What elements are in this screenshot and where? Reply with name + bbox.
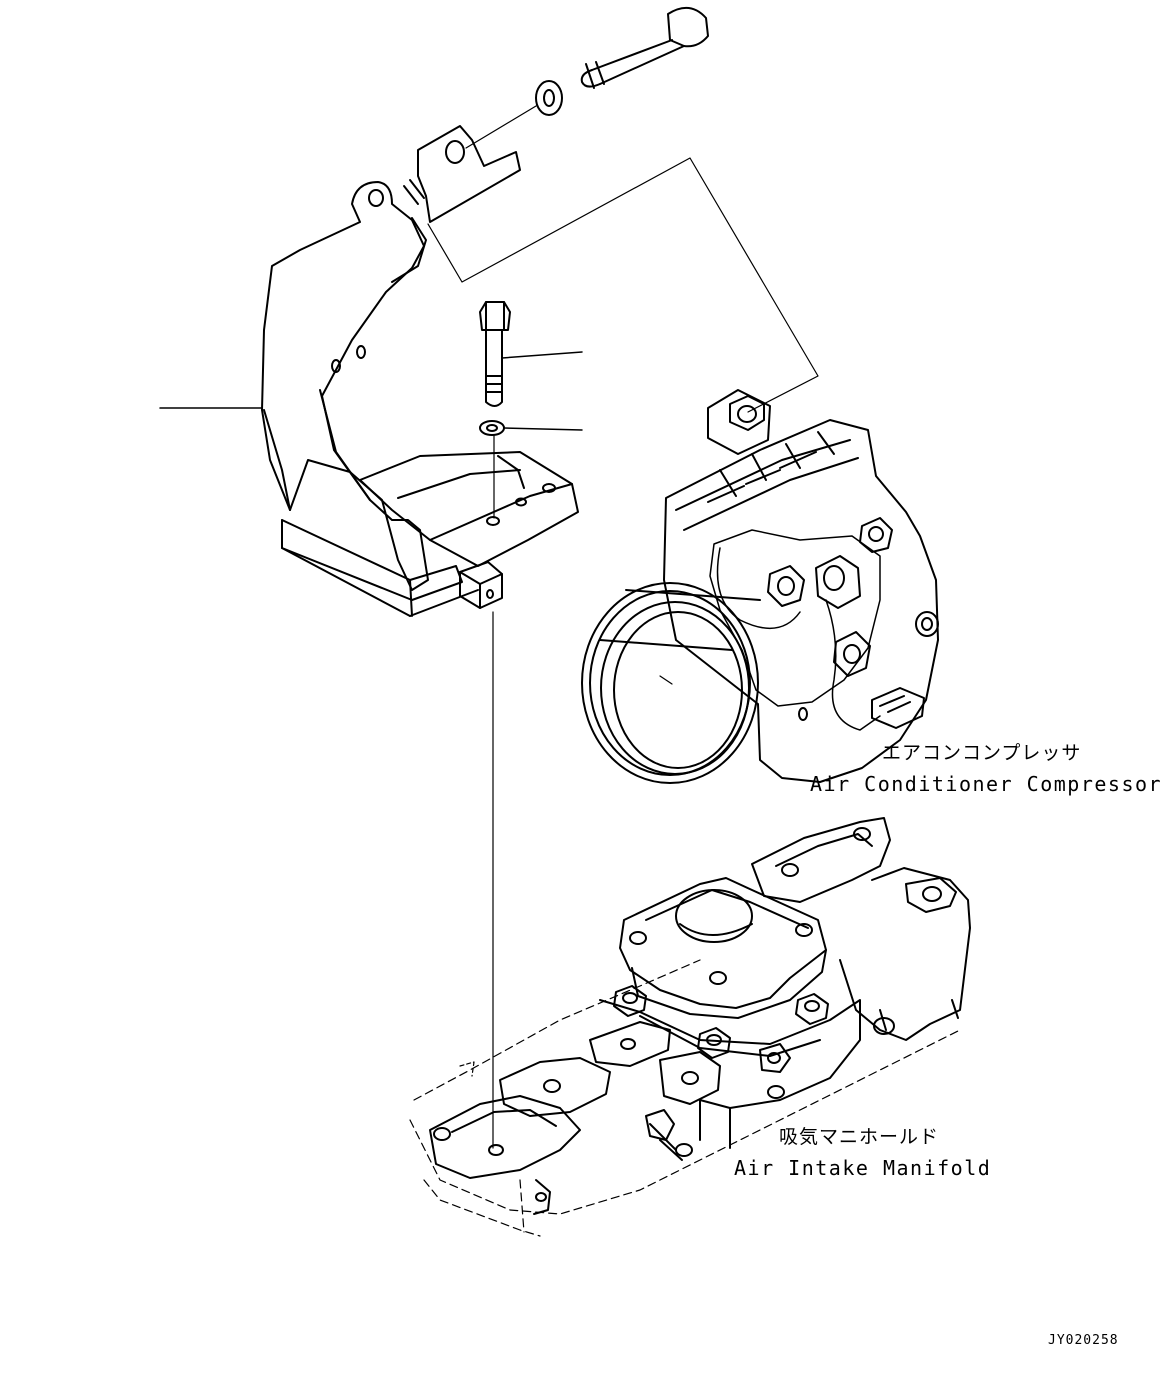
- vertical-washer: [480, 421, 504, 435]
- top-bolt: [582, 8, 708, 88]
- callout-line-washer: [504, 428, 582, 430]
- compressor-body: [664, 390, 938, 782]
- vertical-bolt: [480, 302, 510, 406]
- intake-manifold: [410, 818, 970, 1236]
- callout-line-bolt: [502, 352, 582, 358]
- compressor-pulley: [582, 583, 760, 783]
- bracket-tab: [404, 126, 520, 222]
- top-bolt-leader: [466, 106, 536, 148]
- top-washer: [536, 81, 562, 115]
- manifold-label-en: Air Intake Manifold: [734, 1156, 992, 1180]
- manifold-label-jp: 吸気マニホールド: [779, 1126, 940, 1148]
- compressor-label-en: Air Conditioner Compressor: [810, 772, 1163, 796]
- connection-outline: [428, 158, 818, 412]
- compressor-label-jp: エアコンコンプレッサ: [882, 742, 1082, 764]
- drawing-code: JY020258: [1048, 1333, 1119, 1348]
- main-bracket: [262, 182, 578, 616]
